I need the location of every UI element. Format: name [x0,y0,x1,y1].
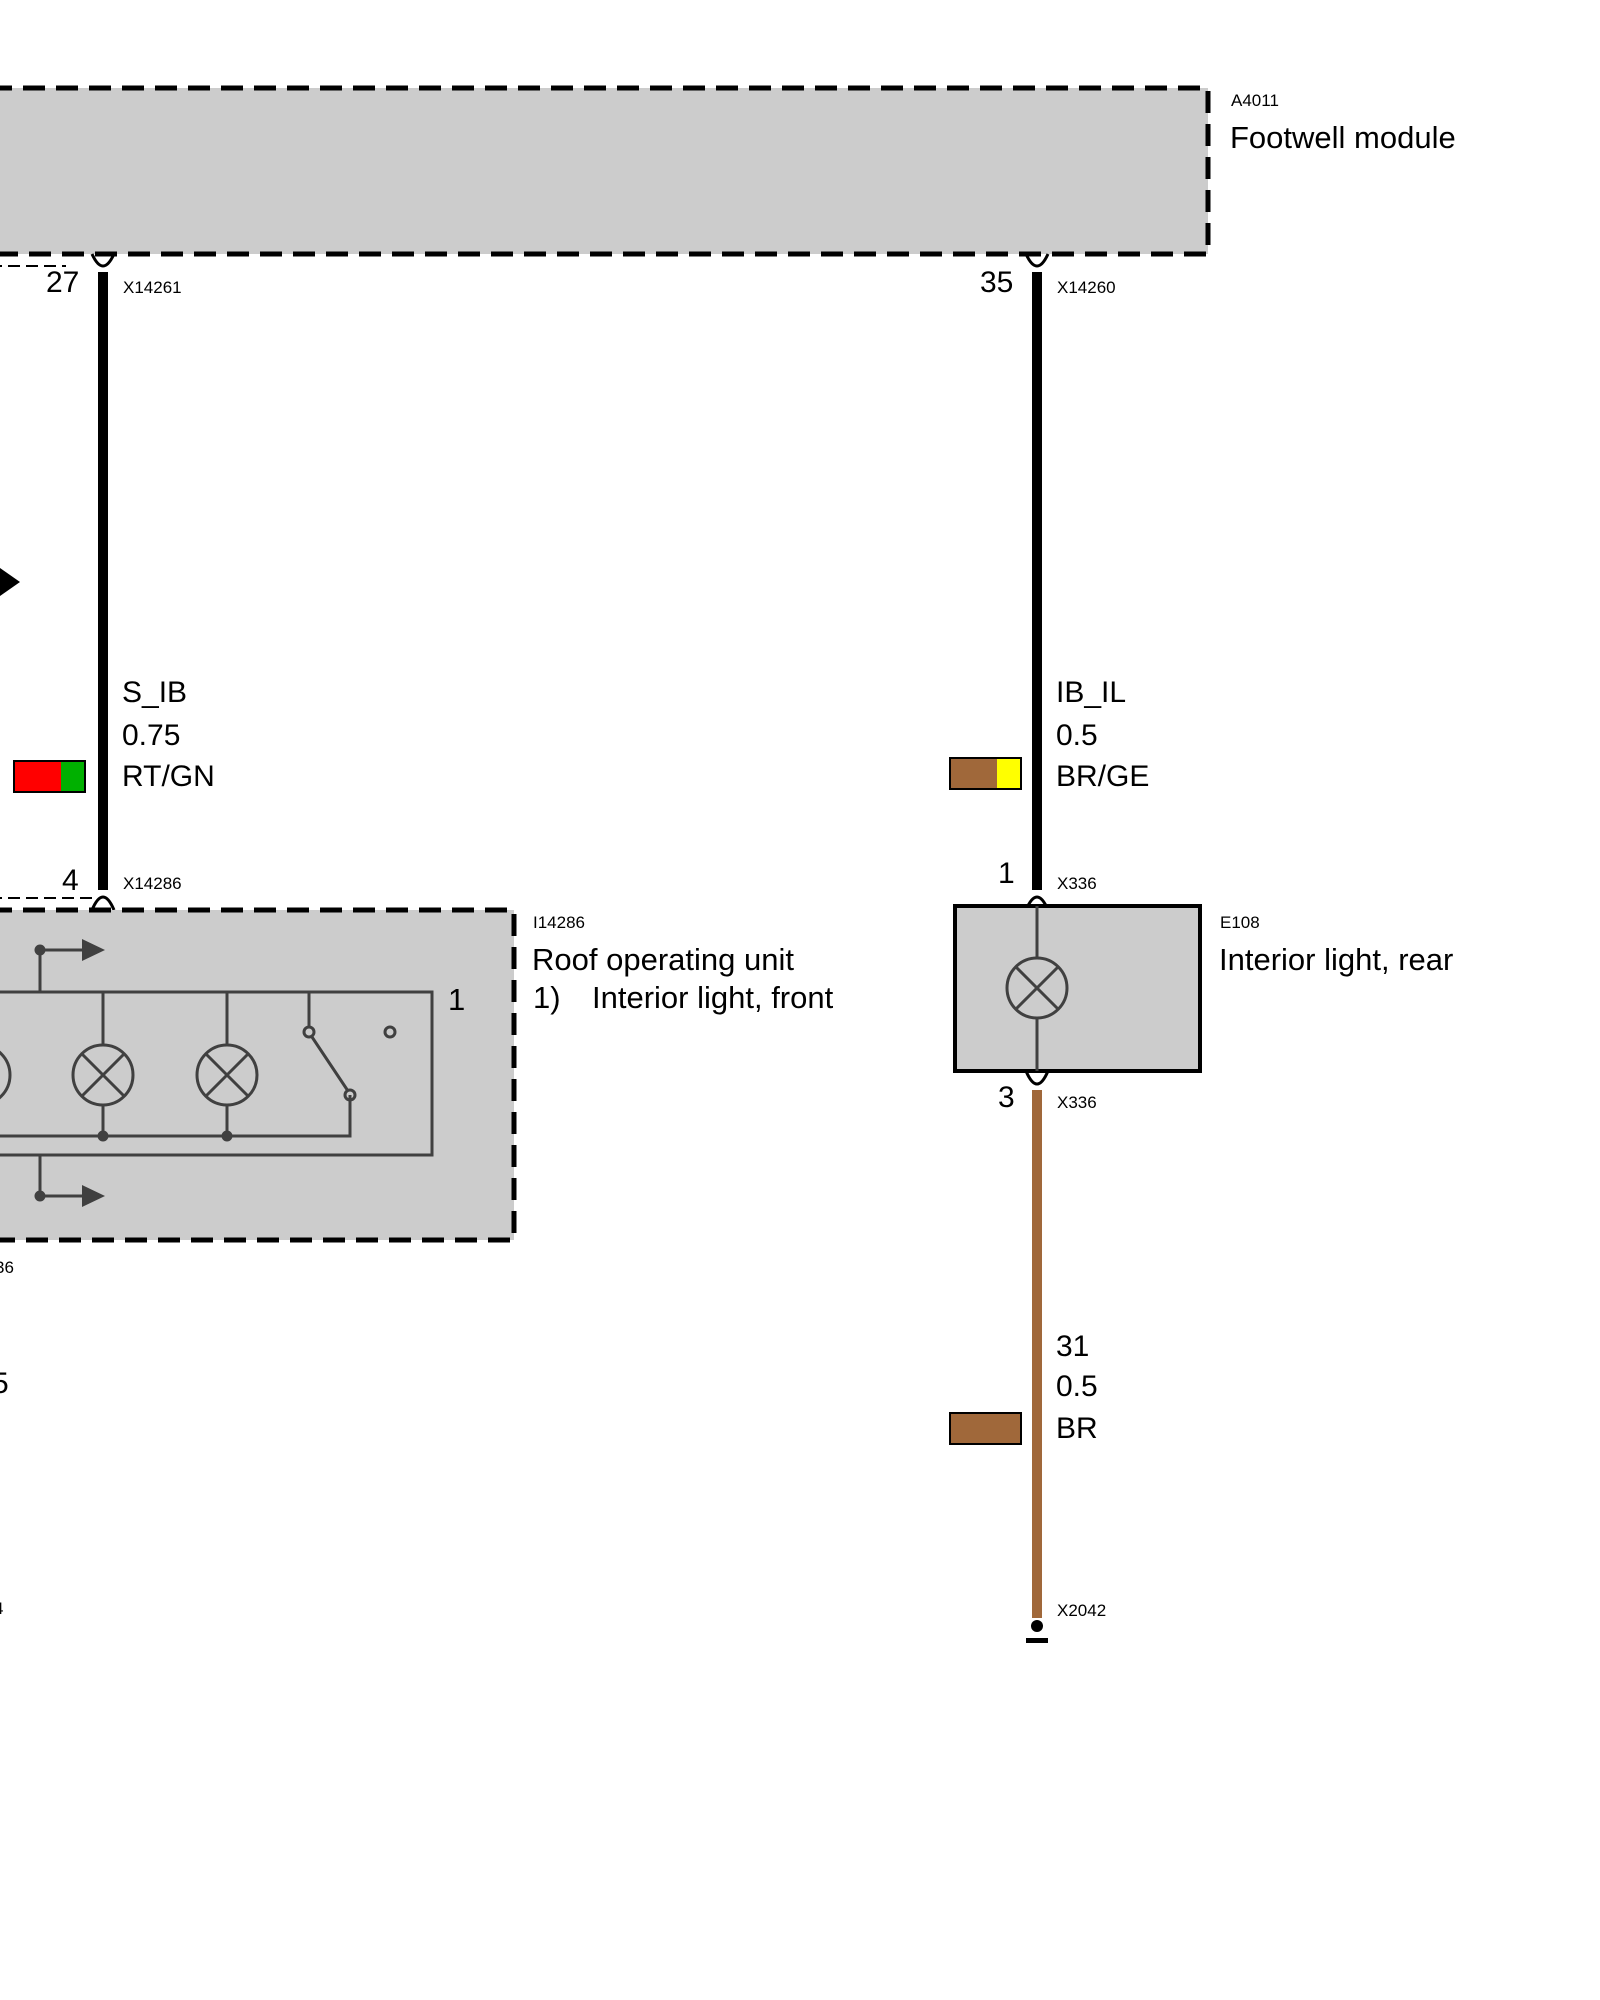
pin-4: 4 [62,864,79,897]
door-switch-icon [302,992,397,1102]
swatch-green [61,761,85,792]
wire-s-ib-signal: S_IB [122,676,187,709]
swatch-red [14,761,61,792]
wire-s-ib-size: 0.75 [122,719,180,752]
swatch-outline [949,757,1022,790]
ground-symbol-icon [1026,1638,1048,1643]
swatch-brown [950,758,997,789]
swatch-outline [13,760,86,793]
interior-light-rear-id: E108 [1220,913,1260,932]
interior-light-rear-box [953,904,1202,1073]
connector-x14286-label: X14286 [123,874,182,893]
footwell-module-name: Footwell module [1230,120,1456,155]
roof-unit-note-text: Interior light, front [592,980,834,1015]
feed-top-arrow [82,939,105,961]
connector-x336-bottom-label: X336 [1057,1093,1097,1112]
wire-ground: 3 X336 31 0.5 BR X2042 [949,1070,1106,1643]
cutoff-size-label: 5 [0,1367,9,1400]
connector-x14260-symbol [1024,253,1050,268]
junction-dot-4 [221,1130,233,1142]
wire-s-ib-color-swatch [13,760,86,793]
connector-x14260-label: X14260 [1057,278,1116,297]
pin-3: 3 [998,1081,1015,1114]
wire-s-ib-color-code: RT/GN [122,760,215,793]
left-arrow-head [0,568,20,596]
roof-unit-internal-schematic [0,939,434,1207]
roof-unit-note-number: 1) [533,980,561,1015]
inner-bus-bottom [0,1095,352,1138]
footwell-module-box [0,85,1211,257]
inner-frame [0,990,434,1157]
interior-light-rear: E108 Interior light, rear [953,904,1453,1073]
pin-27: 27 [46,266,79,299]
roof-operating-unit-id: I14286 [533,913,585,932]
wire-s-ib: 27 X14261 S_IB 0.75 RT/GN 4 X14286 [13,253,215,911]
pin-35: 35 [980,266,1013,299]
connector-x14261-label: X14261 [123,278,182,297]
footwell-module: A4011 Footwell module [0,85,1456,257]
connector-x14261-symbol [90,253,116,268]
wire-ib-il-size: 0.5 [1056,719,1098,752]
connector-x2042-label: X2042 [1057,1601,1106,1620]
junction-dot-1 [34,944,46,956]
connector-x336-bottom-symbol [1024,1070,1050,1086]
wire-ib-il-signal: IB_IL [1056,676,1126,709]
junction-dot-2 [34,1190,46,1202]
cutoff-connector-label: 36 [0,1258,14,1277]
interior-light-rear-name: Interior light, rear [1219,942,1453,977]
roof-operating-unit-name: Roof operating unit [532,942,794,977]
lamp-1-icon [71,992,135,1136]
connector-x14286-symbol [90,895,116,911]
junction-dot-3 [97,1130,109,1142]
rear-lamp-icon [1005,906,1069,1071]
ground-point-dot [1031,1620,1043,1632]
roof-operating-unit: 1 I14286 Roof operating unit 1) Interior… [0,907,834,1243]
connector-x336-top-label: X336 [1057,874,1097,893]
wire-ground-color-swatch [949,1412,1022,1445]
wire-ib-il-color-swatch [949,757,1022,790]
feed-bottom-arrow [82,1185,105,1207]
lamp-partial-icon [0,1050,12,1100]
pin-1: 1 [998,857,1015,890]
wire-ib-il: 35 X14260 IB_IL 0.5 BR/GE 1 X336 [949,253,1149,911]
wire-ib-il-color-code: BR/GE [1056,760,1149,793]
swatch-yellow [997,758,1021,789]
footwell-module-id: A4011 [1231,91,1279,110]
wire-ground-signal: 31 [1056,1330,1089,1363]
wire-ground-color-code: BR [1056,1412,1098,1445]
wire-ground-size: 0.5 [1056,1370,1098,1403]
cutoff-connector-label-2: 4 [0,1599,3,1618]
roof-unit-internal-pin: 1 [448,982,465,1017]
